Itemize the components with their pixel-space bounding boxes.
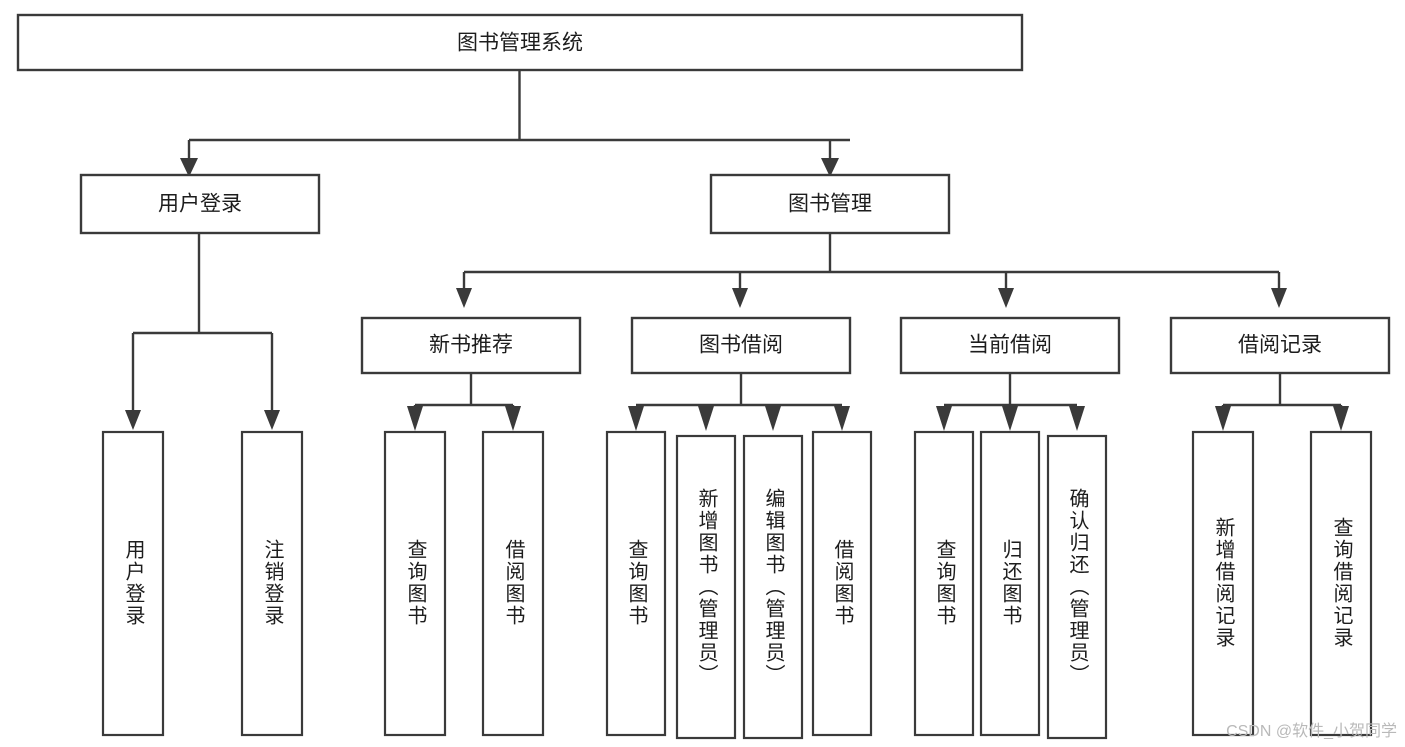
node-leaf-query-book-3-label: 查询图书 bbox=[933, 539, 956, 627]
connectors-root-to-level1 bbox=[180, 70, 850, 177]
node-leaf-query-book-3[interactable]: 查询图书 bbox=[913, 430, 975, 737]
node-leaf-add-record-label: 新增借阅记录 bbox=[1212, 517, 1235, 649]
connectors-book-manage-to-level2 bbox=[456, 233, 1287, 308]
arrow-head-leaf-add-record bbox=[1215, 406, 1231, 431]
node-leaf-query-book-1-box[interactable] bbox=[383, 430, 447, 737]
node-leaf-borrow-book-2-box[interactable] bbox=[811, 430, 873, 737]
arrow-head-book-manage bbox=[821, 158, 839, 177]
node-leaf-edit-book-label: 编辑图书（管理员） bbox=[762, 488, 785, 686]
node-leaf-return-book-label: 归还图书 bbox=[999, 539, 1022, 627]
connectors-book-borrow-to-leaves bbox=[628, 373, 850, 431]
arrow-head-current-borrow bbox=[998, 288, 1014, 308]
node-leaf-query-record-box[interactable] bbox=[1309, 430, 1373, 737]
node-leaf-borrow-book-2[interactable]: 借阅图书 bbox=[811, 430, 873, 737]
arrow-head-leaf-user-login bbox=[125, 410, 141, 430]
arrow-head-leaf-logout bbox=[264, 410, 280, 430]
node-current-borrow-box[interactable] bbox=[899, 316, 1121, 375]
node-leaf-logout-label: 注销登录 bbox=[261, 539, 284, 627]
node-leaf-edit-book-box[interactable] bbox=[742, 434, 804, 740]
node-user-login-label: 用户登录 bbox=[158, 193, 242, 216]
node-leaf-edit-book[interactable]: 编辑图书（管理员） bbox=[742, 434, 804, 740]
node-book-manage-box[interactable] bbox=[709, 173, 951, 235]
node-leaf-query-book-1[interactable]: 查询图书 bbox=[383, 430, 447, 737]
node-leaf-borrow-book-1-label: 借阅图书 bbox=[502, 539, 525, 627]
node-root-box[interactable] bbox=[16, 13, 1024, 72]
node-leaf-query-book-2-box[interactable] bbox=[605, 430, 667, 737]
node-borrow-record-label: 借阅记录 bbox=[1238, 334, 1322, 357]
node-borrow-record-box[interactable] bbox=[1169, 316, 1391, 375]
node-leaf-confirm-return-box[interactable] bbox=[1046, 434, 1108, 740]
node-current-borrow[interactable]: 当前借阅 bbox=[899, 316, 1121, 375]
connectors-user-login-to-leaves bbox=[125, 233, 280, 430]
arrow-head-leaf-query-record bbox=[1333, 406, 1349, 431]
node-new-book-rec[interactable]: 新书推荐 bbox=[360, 316, 582, 375]
node-leaf-add-record-box[interactable] bbox=[1191, 430, 1255, 737]
node-current-borrow-label: 当前借阅 bbox=[968, 334, 1052, 357]
arrow-head-leaf-edit-book bbox=[765, 406, 781, 431]
node-root[interactable]: 图书管理系统 bbox=[16, 13, 1024, 72]
arrow-head-leaf-confirm-return bbox=[1069, 406, 1085, 431]
arrow-head-borrow-record bbox=[1271, 288, 1287, 308]
connectors-current-borrow-to-leaves bbox=[936, 373, 1085, 431]
node-borrow-record[interactable]: 借阅记录 bbox=[1169, 316, 1391, 375]
node-leaf-user-login-box[interactable] bbox=[101, 430, 165, 737]
arrow-head-leaf-query-book-1 bbox=[407, 406, 423, 431]
connectors-borrow-record-to-leaves bbox=[1215, 373, 1349, 431]
node-book-borrow[interactable]: 图书借阅 bbox=[630, 316, 852, 375]
node-leaf-query-book-2[interactable]: 查询图书 bbox=[605, 430, 667, 737]
node-leaf-borrow-book-1[interactable]: 借阅图书 bbox=[481, 430, 545, 737]
node-leaf-confirm-return-label: 确认归还（管理员） bbox=[1066, 488, 1089, 686]
arrow-head-leaf-query-book-2 bbox=[628, 406, 644, 431]
node-leaf-query-book-3-box[interactable] bbox=[913, 430, 975, 737]
node-root-label: 图书管理系统 bbox=[457, 32, 583, 55]
node-leaf-return-book[interactable]: 归还图书 bbox=[979, 430, 1041, 737]
arrow-head-leaf-add-book bbox=[698, 406, 714, 431]
node-user-login[interactable]: 用户登录 bbox=[79, 173, 321, 235]
node-leaf-user-login[interactable]: 用户登录 bbox=[101, 430, 165, 737]
node-leaf-add-book-label: 新增图书（管理员） bbox=[695, 488, 718, 686]
node-book-borrow-label: 图书借阅 bbox=[699, 334, 783, 357]
node-leaf-return-book-box[interactable] bbox=[979, 430, 1041, 737]
node-new-book-rec-box[interactable] bbox=[360, 316, 582, 375]
node-leaf-query-record[interactable]: 查询借阅记录 bbox=[1309, 430, 1373, 737]
node-leaf-borrow-book-1-box[interactable] bbox=[481, 430, 545, 737]
arrow-head-leaf-borrow-book-2 bbox=[834, 406, 850, 431]
node-leaf-confirm-return[interactable]: 确认归还（管理员） bbox=[1046, 434, 1108, 740]
node-leaf-user-login-label: 用户登录 bbox=[122, 539, 145, 627]
arrow-head-book-borrow bbox=[732, 288, 748, 308]
arrow-head-new-book-rec bbox=[456, 288, 472, 308]
node-leaf-borrow-book-2-label: 借阅图书 bbox=[831, 539, 854, 627]
node-leaf-query-book-1-label: 查询图书 bbox=[404, 539, 427, 627]
node-leaf-query-book-2-label: 查询图书 bbox=[625, 539, 648, 627]
node-leaf-add-book-box[interactable] bbox=[675, 434, 737, 740]
arrow-head-leaf-query-book-3 bbox=[936, 406, 952, 431]
node-book-borrow-box[interactable] bbox=[630, 316, 852, 375]
arrow-head-leaf-return-book bbox=[1002, 406, 1018, 431]
node-leaf-logout[interactable]: 注销登录 bbox=[240, 430, 304, 737]
node-book-manage-label: 图书管理 bbox=[788, 193, 872, 216]
node-new-book-rec-label: 新书推荐 bbox=[429, 334, 513, 357]
node-leaf-add-record[interactable]: 新增借阅记录 bbox=[1191, 430, 1255, 737]
connectors-new-book-rec-to-leaves bbox=[407, 373, 521, 431]
node-book-manage[interactable]: 图书管理 bbox=[709, 173, 951, 235]
node-leaf-logout-box[interactable] bbox=[240, 430, 304, 737]
arrow-head-user-login bbox=[180, 158, 198, 177]
node-leaf-add-book[interactable]: 新增图书（管理员） bbox=[675, 434, 737, 740]
arrow-head-leaf-borrow-book-1 bbox=[505, 406, 521, 431]
node-leaf-query-record-label: 查询借阅记录 bbox=[1330, 517, 1353, 649]
node-user-login-box[interactable] bbox=[79, 173, 321, 235]
